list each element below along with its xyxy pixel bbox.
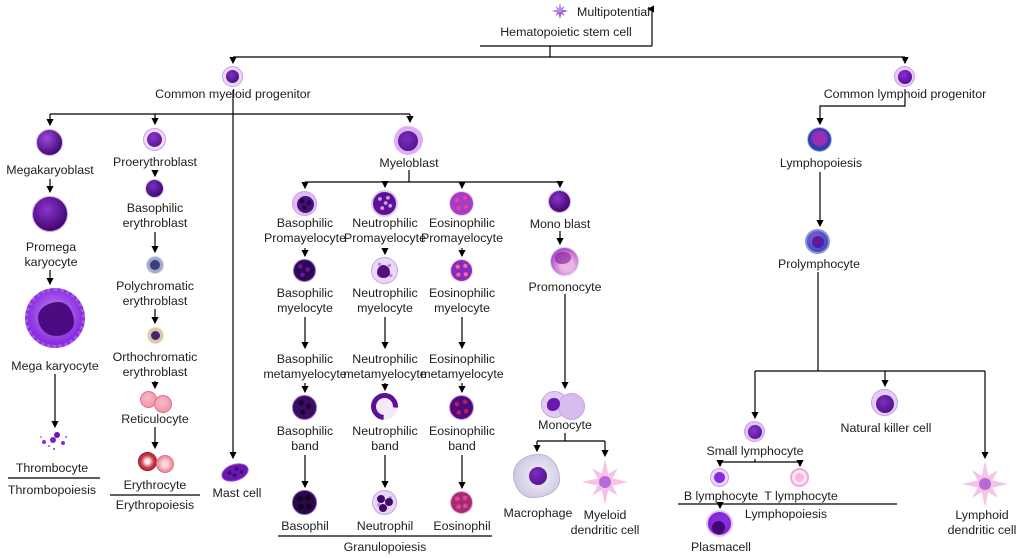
b-lymphocyte-cell-icon (710, 468, 729, 487)
promegakaryocyte-cell-icon (32, 196, 68, 232)
promegakaryocyte-label: Promega karyocyte (24, 240, 78, 269)
stem-cell-icon (552, 3, 568, 19)
neutrophilic-band-cell-icon (371, 393, 398, 420)
mast-cell-label: Mast cell (212, 486, 262, 500)
basophilic-band-label: Basophilic band (276, 424, 334, 453)
common-lymphoid-progenitor-label: Common lymphoid progenitor (823, 87, 987, 101)
neutrophilic-promyelocyte-cell-icon (371, 190, 398, 217)
macrophage-label: Macrophage (503, 506, 573, 520)
myeloblast-cell-icon (394, 126, 423, 155)
basophilic-myelocyte-label: Basophilic myelocyte (276, 286, 334, 315)
plasmacell-label: Plasmacell (691, 540, 751, 554)
reticulocyte-cell-icon (140, 391, 172, 413)
small-lymphocyte-label: Small lymphocyte (706, 444, 804, 458)
polychromatic-erythroblast-label: Polychromatic erythroblast (116, 279, 194, 308)
macrophage-icon (513, 454, 560, 498)
proerythroblast-cell-icon (143, 128, 166, 151)
common-myeloid-progenitor-cell-icon (222, 66, 243, 87)
neutrophil-cell-icon (372, 490, 397, 515)
eosinophil-cell-icon (450, 491, 473, 514)
monoblast-label: Mono blast (529, 217, 591, 231)
neutrophilic-metamyelocyte-label: Neutrophilic metamyelocyte (343, 352, 427, 381)
promonocyte-cell-icon (550, 247, 579, 276)
megakaryocyte-cell-icon (25, 288, 85, 348)
basophil-label: Basophil (281, 519, 329, 533)
monocyte-label: Monocyte (538, 418, 592, 432)
eosinophilic-myelocyte-cell-icon (450, 259, 473, 282)
natural-killer-cell-icon (871, 389, 898, 416)
b-lymphocyte-label: B lymphocyte (683, 489, 759, 503)
promonocyte-label: Promonocyte (528, 280, 602, 294)
neutrophilic-promyelocyte-label: Neutrophilic Promayelocyte (344, 216, 426, 245)
monoblast-cell-icon (548, 190, 571, 213)
connectors (8, 5, 989, 537)
eosinophil-label: Eosinophil (433, 519, 491, 533)
neutrophilic-myelocyte-cell-icon (371, 257, 398, 284)
reticulocyte-label: Reticulocyte (121, 412, 189, 426)
megakaryoblast-cell-icon (36, 129, 63, 156)
thrombopoiesis-label: Thrombopoiesis (7, 483, 97, 497)
eosinophilic-myelocyte-label: Eosinophilic myelocyte (428, 286, 496, 315)
polychromatic-erythroblast-cell-icon (146, 256, 164, 274)
lymphopoiesis-group-label: Lymphopoiesis (744, 507, 828, 521)
erythrocyte-cell-icon (138, 452, 174, 473)
lymphopoiesis-cell-icon (807, 127, 832, 152)
basophilic-erythroblast-cell-icon (145, 179, 164, 198)
t-lymphocyte-cell-icon (790, 468, 809, 487)
basophilic-promyelocyte-label: Basophilic Promayelocyte (264, 216, 346, 245)
granulopoiesis-label: Granulopoiesis (343, 540, 427, 554)
myeloid-dendritic-cell-label: Myeloid dendritic cell (570, 508, 640, 537)
proerythroblast-label: Proerythroblast (112, 155, 198, 169)
basophilic-promyelocyte-cell-icon (292, 191, 317, 216)
thrombocyte-platelet-cluster-icon (50, 437, 56, 443)
eosinophilic-band-label: Eosinophilic band (428, 424, 496, 453)
lymphopoiesis-cell-label: Lymphopoiesis (779, 156, 863, 170)
thrombocyte-label: Thrombocyte (15, 461, 89, 475)
eosinophilic-metamyelocyte-label: Eosinophilic metamyelocyte (420, 352, 504, 381)
basophilic-band-cell-icon (292, 395, 317, 420)
myeloblast-label: Myeloblast (379, 156, 439, 170)
prolymphocyte-label: Prolymphocyte (778, 257, 860, 271)
t-lymphocyte-label: T lymphocyte (764, 489, 838, 503)
neutrophilic-myelocyte-label: Neutrophilic myelocyte (352, 286, 418, 315)
eosinophilic-promyelocyte-label: Eosinophilic Promayelocyte (421, 216, 503, 245)
lymphoid-dendritic-cell-label: Lymphoid dendritic cell (947, 508, 1017, 537)
stem-cell-label-line1: Multipotential (577, 5, 651, 19)
common-myeloid-progenitor-label: Common myeloid progenitor (155, 87, 311, 101)
basophilic-metamyelocyte-label: Basophilic metamyelocyte (263, 352, 347, 381)
basophil-cell-icon (292, 490, 317, 515)
eosinophilic-promyelocyte-cell-icon (449, 191, 474, 216)
basophilic-erythroblast-label: Basophilic erythroblast (122, 201, 188, 230)
megakaryoblast-label: Megakaryoblast (6, 163, 94, 177)
small-lymphocyte-cell-icon (744, 421, 765, 442)
monocyte-cell-icon (541, 391, 585, 420)
prolymphocyte-cell-icon (805, 229, 830, 254)
orthochromatic-erythroblast-label: Orthochromatic erythroblast (112, 350, 198, 379)
eosinophilic-band-cell-icon (449, 395, 474, 420)
megakaryocyte-label: Mega karyocyte (11, 359, 99, 373)
neutrophilic-band-label: Neutrophilic band (352, 424, 418, 453)
stem-cell-label-line2: Hematopoietic stem cell (500, 25, 632, 39)
erythropoiesis-label: Erythropoiesis (115, 498, 195, 512)
orthochromatic-erythroblast-cell-icon (147, 327, 164, 344)
plasmacell-icon (706, 510, 733, 537)
basophilic-myelocyte-cell-icon (293, 259, 316, 282)
natural-killer-cell-label: Natural killer cell (840, 421, 932, 435)
erythrocyte-label: Erythrocyte (123, 478, 187, 492)
neutrophil-label: Neutrophil (356, 519, 414, 533)
common-lymphoid-progenitor-cell-icon (894, 66, 915, 87)
